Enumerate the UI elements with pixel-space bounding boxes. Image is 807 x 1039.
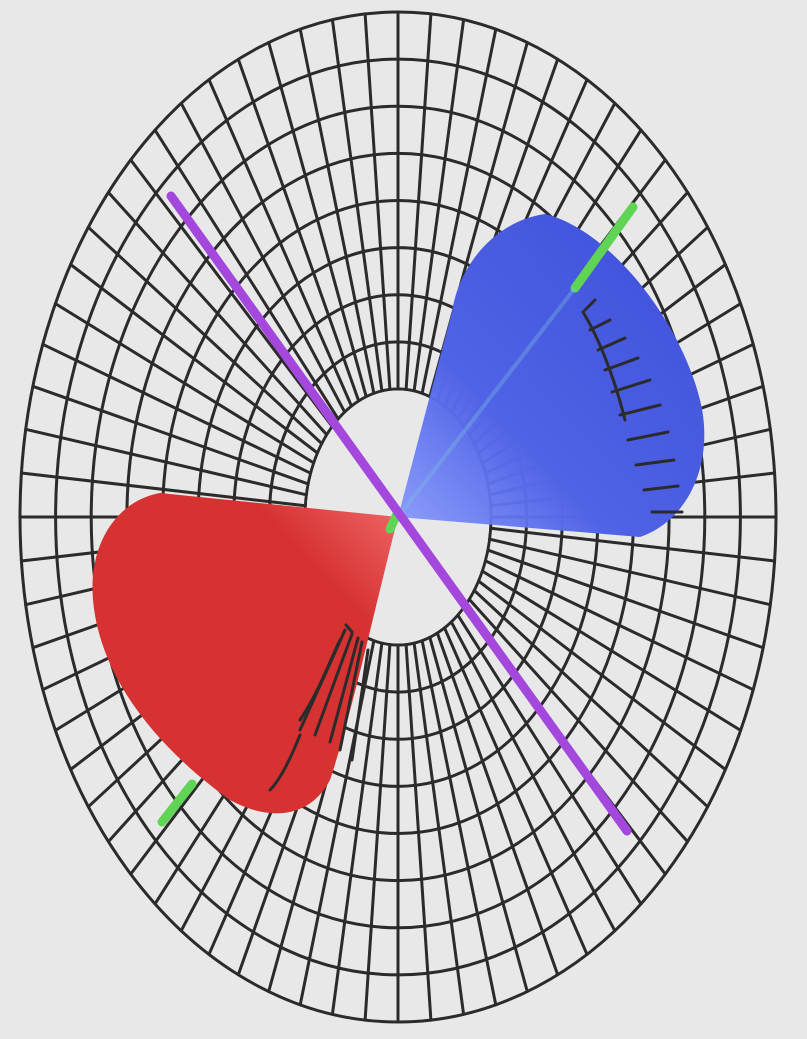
grid-spoke <box>477 579 727 771</box>
grid-spoke <box>69 263 319 455</box>
grid-spoke <box>330 641 384 1016</box>
grid-spoke <box>129 158 334 428</box>
grid-spoke <box>420 639 498 1007</box>
grid-spoke <box>24 427 308 497</box>
grid-spoke <box>31 384 310 486</box>
grid-spoke <box>179 101 347 414</box>
grid-spoke <box>488 537 772 607</box>
grid-spoke <box>404 12 433 391</box>
grid-spoke <box>236 57 361 403</box>
grid-spoke <box>363 643 392 1022</box>
grid-spoke <box>363 12 392 391</box>
grid-spoke <box>483 559 755 692</box>
grid-spoke <box>489 526 777 563</box>
red-cone <box>92 493 398 814</box>
grid-spoke <box>456 613 643 906</box>
grid-spoke <box>486 548 765 650</box>
grid-spoke <box>467 597 690 844</box>
grid-spoke <box>412 641 466 1016</box>
grid-spoke <box>435 631 560 977</box>
grid-overlay-red <box>268 623 370 792</box>
grid-spoke <box>443 626 589 956</box>
green-field-line <box>157 202 638 827</box>
grid-spoke <box>449 620 617 933</box>
grid-spoke <box>412 18 466 393</box>
grid-spoke <box>428 635 529 993</box>
grid-spoke <box>472 588 710 809</box>
grid-spoke <box>53 302 316 465</box>
blue-cone <box>398 214 705 537</box>
grid-spoke <box>480 569 743 732</box>
grid-spoke <box>298 27 376 395</box>
grid-spoke <box>19 471 307 508</box>
grid-overlay-blue <box>581 298 684 514</box>
purple-axis-rod <box>166 191 632 836</box>
grid-spoke <box>330 18 384 393</box>
grid-spoke <box>153 128 340 421</box>
grid-spoke <box>207 78 353 408</box>
grid-spoke <box>106 190 329 437</box>
grid-spoke <box>404 643 433 1022</box>
grid-spoke <box>267 41 368 399</box>
grid-spoke <box>420 27 498 395</box>
grid-spoke <box>86 225 324 446</box>
grid-spoke <box>41 342 313 475</box>
